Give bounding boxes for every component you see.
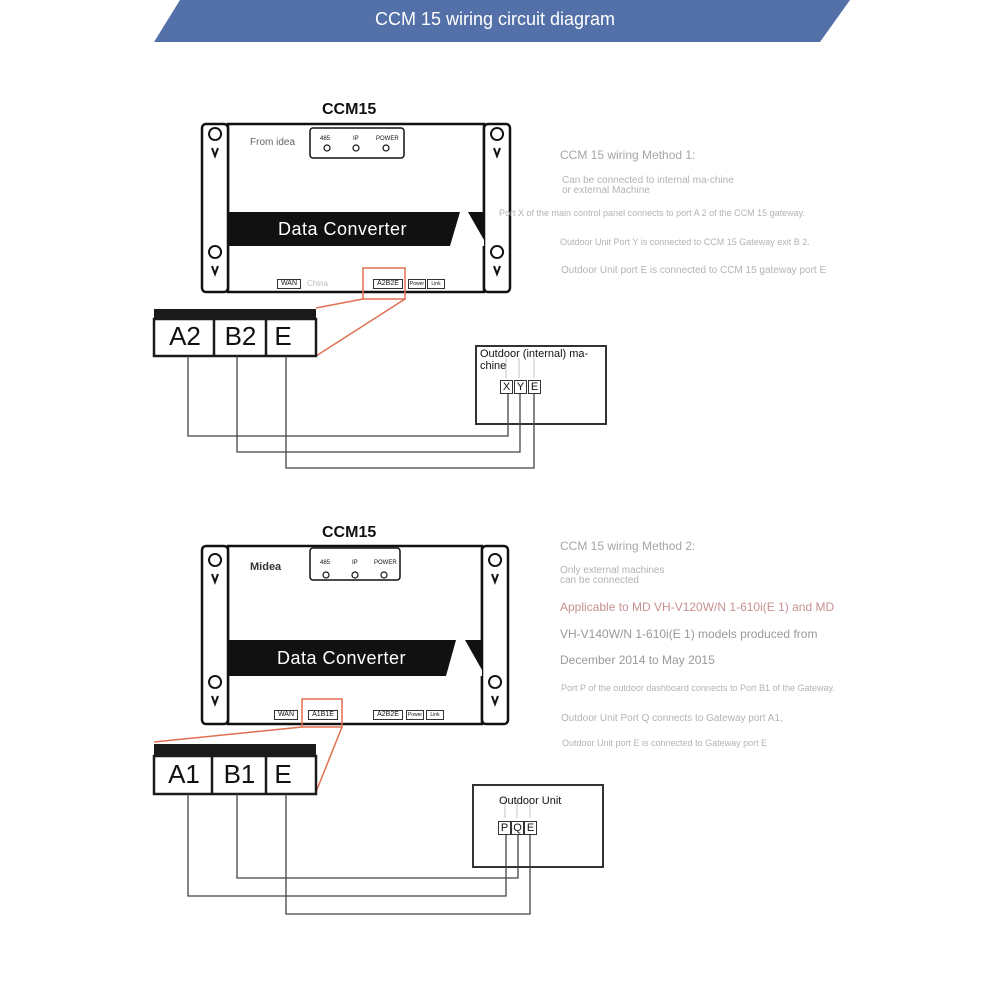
device1-title: CCM15 — [322, 101, 377, 118]
device2-brand: Midea — [250, 561, 282, 573]
method2-line3: Outdoor Unit port E is connected to Gate… — [562, 738, 768, 748]
outdoor-unit-2-label: Outdoor Unit — [499, 795, 562, 807]
device1-label: Data Converter — [278, 219, 408, 239]
unit1-terminal-e: E — [528, 380, 541, 394]
terminal-b2: B2 — [224, 321, 257, 351]
device2-led-power: POWER — [374, 560, 397, 566]
device1-port-power: Power — [408, 279, 426, 289]
wires-method2 — [187, 794, 531, 915]
device2-led-485: 485 — [320, 560, 331, 566]
device2-port-highlight — [301, 698, 343, 728]
terminal-b1: B1 — [223, 759, 256, 789]
unit2-terminal-q: Q — [511, 821, 524, 835]
method2-heading: CCM 15 wiring Method 2: — [560, 539, 696, 553]
device2-label: Data Converter — [277, 648, 407, 668]
device1-port-wan: WAN — [277, 279, 301, 289]
method1-heading: CCM 15 wiring Method 1: — [560, 148, 696, 162]
terminal-e1: E — [274, 321, 292, 351]
device1-port-china: China — [307, 279, 328, 288]
method1-line3: Outdoor Unit port E is connected to CCM … — [561, 265, 827, 276]
method2-applicable3: December 2014 to May 2015 — [560, 653, 715, 667]
device2-port-link: Link — [426, 710, 444, 720]
method2-note: Only external machines can be connected — [560, 565, 665, 586]
device1-led-ip: IP — [353, 136, 359, 142]
device1-box — [200, 122, 512, 294]
outdoor-unit-1-box — [475, 345, 607, 425]
unit1-terminal-x: X — [500, 380, 513, 394]
terminal-a1: A1 — [168, 759, 200, 789]
device1-led-485: 485 — [320, 136, 331, 142]
device2-port-wan: WAN — [274, 710, 298, 720]
device2-port-power: Power — [406, 710, 424, 720]
terminal-e2: E — [274, 759, 292, 789]
terminal-block-1 — [152, 309, 318, 358]
wires-method1 — [187, 356, 535, 469]
terminal-a2: A2 — [169, 321, 201, 351]
device1-port-a2b2e: A2B2E — [373, 279, 403, 289]
header-banner — [154, 0, 850, 42]
unit2-terminal-p: P — [498, 821, 511, 835]
outdoor-unit-2-box — [472, 784, 604, 868]
device2-port-a1b1e: A1B1E — [308, 710, 338, 720]
method1-line2: Outdoor Unit Port Y is connected to CCM … — [560, 237, 810, 247]
device1-port-highlight — [362, 267, 406, 300]
unit1-terminal-y: Y — [514, 380, 527, 394]
unit2-terminal-e: E — [524, 821, 537, 835]
method2-line1: Port P of the outdoor dashboard connects… — [561, 683, 835, 693]
device1-led-power: POWER — [376, 136, 399, 142]
page-title: CCM 15 wiring circuit diagram — [374, 9, 616, 29]
outdoor-unit-1-label: Outdoor (internal) ma-chine — [480, 348, 589, 372]
method1-note: Can be connected to internal ma-chine or… — [562, 175, 734, 196]
method2-applicable2: VH-V140W/N 1-610i(E 1) models produced f… — [560, 627, 818, 641]
device2-port-a2b2e: A2B2E — [373, 710, 403, 720]
terminal-block-2 — [152, 744, 318, 796]
method2-line2: Outdoor Unit Port Q connects to Gateway … — [561, 713, 783, 724]
device2-led-ip: IP — [352, 560, 358, 566]
device1-port-link: Link — [427, 279, 445, 289]
device2-title: CCM15 — [322, 524, 377, 541]
device1-brand: From idea — [250, 137, 296, 148]
device2-box — [200, 544, 510, 726]
method2-applicable1: Applicable to MD VH-V120W/N 1-610i(E 1) … — [560, 600, 835, 614]
method1-line1: Port X of the main control panel connect… — [499, 208, 806, 218]
